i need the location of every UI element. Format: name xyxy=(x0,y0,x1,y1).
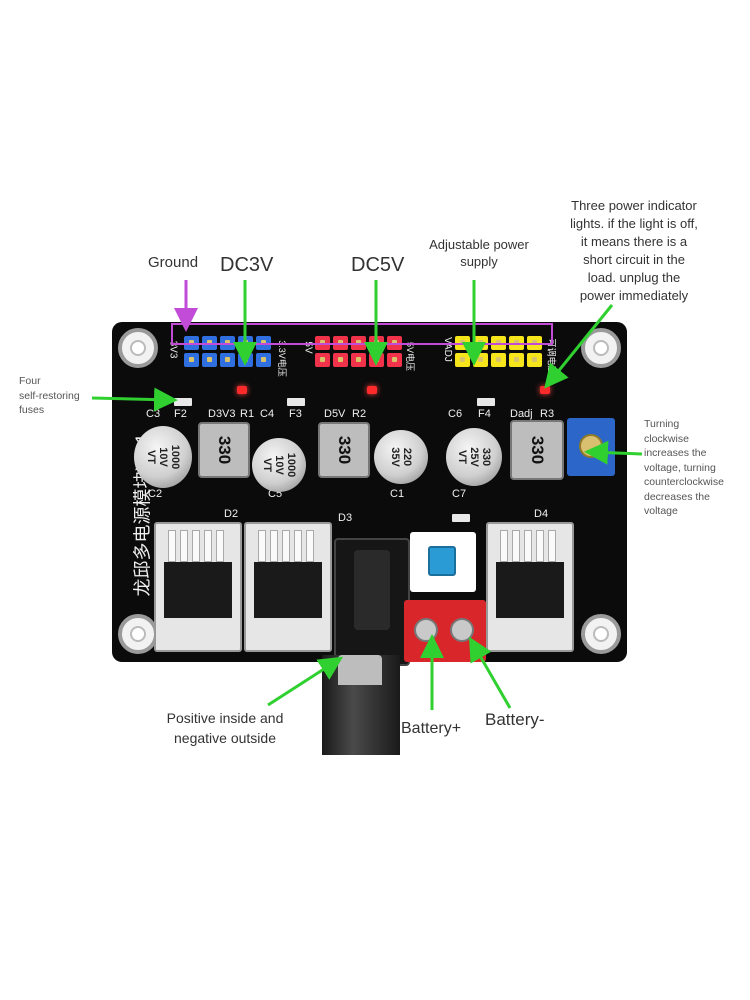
ref-d5v: D5V xyxy=(324,408,346,420)
ref-f4: F4 xyxy=(478,408,491,420)
terminal-screw-negative[interactable] xyxy=(450,618,474,642)
indicator-arrow xyxy=(544,304,614,389)
battery-minus-arrow xyxy=(469,636,512,709)
polarity-label: Positive inside and negative outside xyxy=(166,710,284,746)
dc-barrel-jack[interactable] xyxy=(334,538,410,666)
adjustable-label: Adjustable power supply xyxy=(429,237,529,269)
ref-c7: C7 xyxy=(452,488,467,500)
dc5v-label: DC5V xyxy=(351,254,405,276)
inductor-3v3: 330 xyxy=(198,422,250,478)
ref-d3v3: D3V3 xyxy=(208,408,236,420)
capacitor-c5: 1000 10V VT xyxy=(252,438,306,492)
power-module-board: 3V3 3.3V电压 5V 5V电压 VADJ 可调电压 C3 F2 D3V3 … xyxy=(112,322,627,666)
capacitor-c2: 1000 10V VT xyxy=(134,426,192,488)
fuses-arrow xyxy=(91,387,178,412)
ref-r2: R2 xyxy=(352,408,367,420)
power-switch-button[interactable] xyxy=(428,546,456,576)
inductor-adj: 330 xyxy=(510,420,564,480)
ref-c6: C6 xyxy=(448,408,463,420)
ref-c1: C1 xyxy=(390,488,405,500)
mounting-hole-bottom-right xyxy=(581,614,621,654)
ref-f3: F3 xyxy=(289,408,302,420)
ground-frame xyxy=(171,323,553,345)
polarity-arrow xyxy=(267,656,344,707)
regulator-5v xyxy=(244,522,332,652)
dc-plug-cable xyxy=(338,655,382,685)
fuse-f2 xyxy=(174,398,192,406)
dc3v-label: DC3V xyxy=(220,254,274,276)
indicator-led-3v3 xyxy=(237,386,247,394)
inductor-5v: 330 xyxy=(318,422,370,478)
ref-c4: C4 xyxy=(260,408,275,420)
capacitor-c7: 330 25V VT xyxy=(446,428,502,486)
fuse-f4 xyxy=(477,398,495,406)
ref-d3: D3 xyxy=(338,512,353,524)
power-switch[interactable] xyxy=(410,532,476,592)
ref-dadj: Dadj xyxy=(510,408,533,420)
indicator-led-adj xyxy=(540,386,550,394)
fuse-f3 xyxy=(287,398,305,406)
battery-plus-label: Battery+ xyxy=(401,720,462,737)
indicator-label: Three power indicator lights. if the lig… xyxy=(570,198,698,303)
indicator-led-5v xyxy=(367,386,377,394)
fuse-f1 xyxy=(452,514,470,522)
mounting-hole-top-left xyxy=(118,328,158,368)
ref-r1: R1 xyxy=(240,408,255,420)
ref-d2: D2 xyxy=(224,508,239,520)
battery-minus-label: Battery- xyxy=(485,710,545,729)
mounting-hole-top-right xyxy=(581,328,621,368)
regulator-adj xyxy=(486,522,574,652)
turning-label: Turning clockwise increases the voltage,… xyxy=(644,418,724,517)
ref-d4: D4 xyxy=(534,508,549,520)
ref-r3: R3 xyxy=(540,408,555,420)
ref-c2: C2 xyxy=(148,488,163,500)
turning-arrow xyxy=(584,440,643,465)
fuses-label: Four self-restoring fuses xyxy=(19,375,80,416)
ground-label: Ground xyxy=(148,254,199,271)
regulator-3v3 xyxy=(154,522,242,652)
capacitor-c1: 220 35V xyxy=(374,430,428,484)
